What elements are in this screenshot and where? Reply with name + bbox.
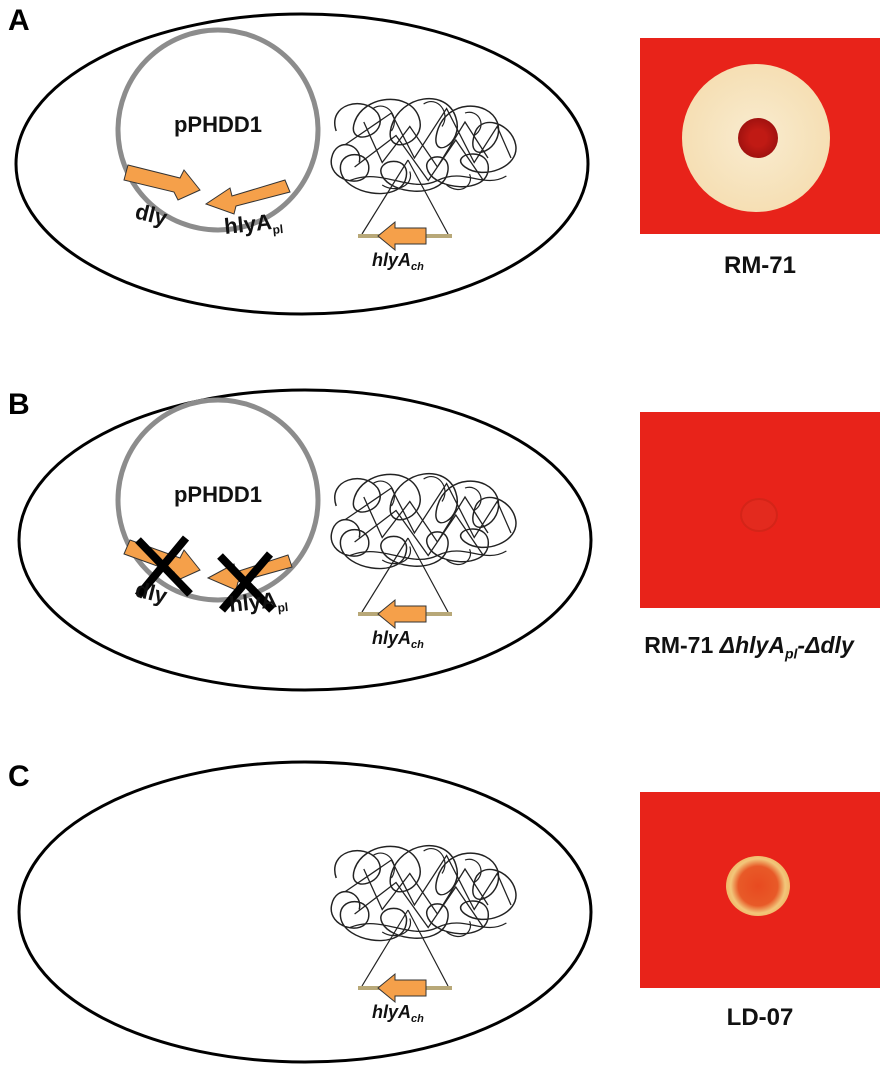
cell-c — [17, 760, 593, 1064]
gene-arrow-dly-a — [123, 164, 201, 201]
gene-label-hlya-pl-a: hlyApl — [223, 208, 284, 242]
panel-letter-c: C — [8, 760, 30, 793]
colony-a — [738, 118, 778, 158]
plasmid-label-b: pPHDD1 — [174, 482, 262, 507]
plasmid-ring-a — [115, 27, 321, 233]
panel-letter-b: B — [8, 388, 30, 421]
hemolysis-halo-c — [726, 856, 790, 916]
plasmid-ring-b — [115, 397, 321, 603]
cell-a — [14, 12, 590, 316]
gene-arrow-hlya-ch-b — [377, 598, 427, 630]
gene-label-hlya-ch-b: hlyAch — [372, 628, 424, 651]
gene-arrow-hlya-ch-c — [377, 972, 427, 1004]
cell-b — [17, 388, 593, 692]
plasmid-label-a: pPHDD1 — [174, 112, 262, 137]
gene-label-hlya-pl-b: hlyApl — [228, 586, 289, 620]
deletion-cross-dly — [134, 535, 193, 599]
colony-b — [740, 498, 778, 532]
panel-letter-a: A — [8, 4, 30, 37]
plate-image-c — [640, 792, 880, 988]
plate-caption-a: RM-71 — [723, 252, 796, 279]
plate-caption-b: RM-71 ΔhlyApl-Δdly — [644, 632, 854, 662]
plate-image-b — [640, 412, 880, 608]
gene-label-hlya-ch-c: hlyAch — [372, 1002, 424, 1025]
deletion-cross-hlya-pl — [217, 551, 275, 613]
gene-label-hlya-ch-a: hlyAch — [372, 250, 424, 273]
plate-caption-c: LD-07 — [726, 1004, 794, 1031]
gene-arrow-hlya-pl-a — [204, 179, 291, 215]
plate-image-a — [640, 38, 880, 234]
gene-arrow-hlya-ch-a — [377, 220, 427, 252]
